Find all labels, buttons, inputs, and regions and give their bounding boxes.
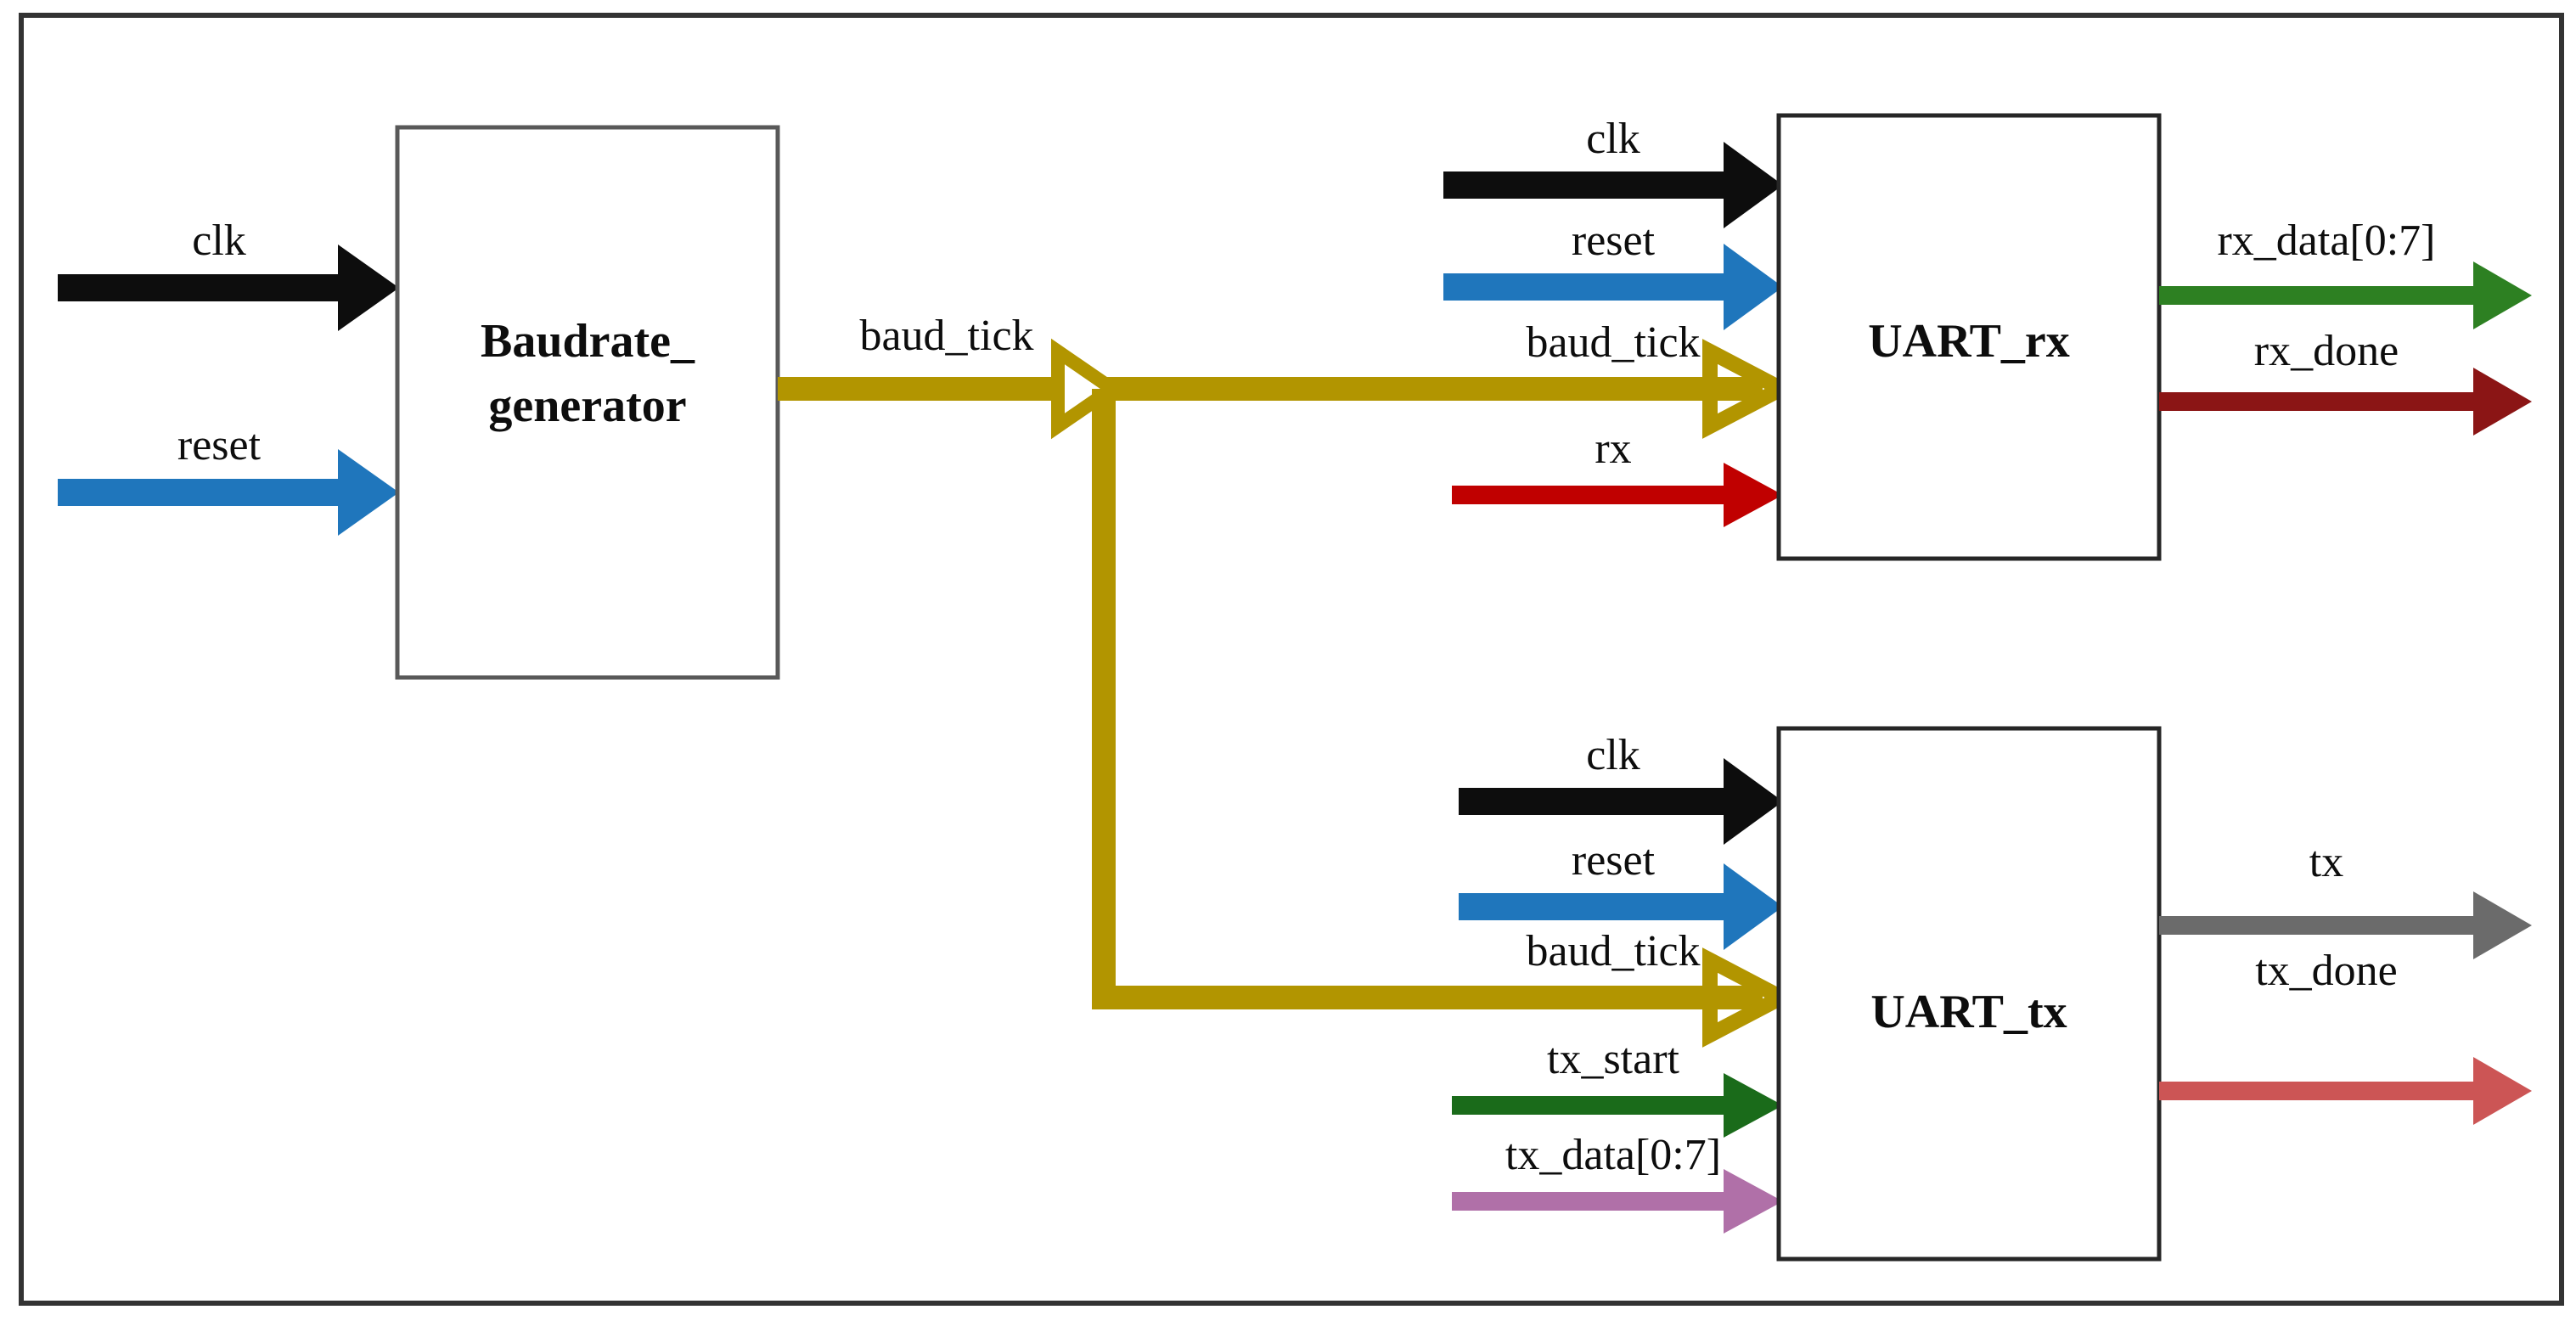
block-uart-tx[interactable] — [1776, 726, 2162, 1262]
block-label-uart-rx: UART_rx — [1868, 315, 2070, 368]
rx-in-line — [1452, 486, 1724, 504]
block-label-baudrate-generator-line2: generator — [488, 379, 686, 432]
label-baud-tick-tx: baud_tick — [1526, 927, 1700, 975]
clk-tx-arrowhead — [1724, 758, 1783, 845]
tx-out-arrowhead — [2473, 891, 2532, 959]
baud-tick-vertical-branch — [1092, 389, 1116, 1009]
block-uart-rx[interactable] — [1776, 113, 2162, 561]
label-baud-tick-main: baud_tick — [859, 312, 1033, 360]
signal-arrow-rx-in — [1452, 463, 1783, 527]
rx-data-out-arrowhead — [2473, 261, 2532, 329]
rx-in-arrowhead — [1724, 463, 1783, 527]
baud-tick-main-line — [778, 377, 1058, 401]
label-clk-tx: clk — [1586, 731, 1640, 779]
tx-done-out-arrowhead — [2473, 1057, 2532, 1125]
reset-rx-line — [1443, 273, 1724, 301]
tx-start-in-line — [1452, 1096, 1724, 1115]
rx-data-out-line — [2159, 286, 2473, 305]
tx-start-in-arrowhead — [1724, 1073, 1783, 1138]
block-baudrate-generator[interactable] — [395, 125, 780, 680]
reset-tx-arrowhead — [1724, 863, 1783, 950]
tx-data-in-line — [1452, 1192, 1724, 1211]
tx-data-in-arrowhead — [1724, 1169, 1783, 1234]
clk-baudrate-arrowhead — [338, 245, 399, 331]
signal-arrow-rx-done-out — [2159, 368, 2532, 436]
signal-arrow-tx-out — [2159, 891, 2532, 959]
signal-arrow-clk-baudrate — [58, 245, 399, 331]
reset-tx-line — [1459, 893, 1724, 920]
block-label-uart-tx: UART_tx — [1870, 986, 2067, 1038]
outer-frame — [19, 13, 2564, 1306]
label-clk-baudrate: clk — [192, 216, 246, 265]
signal-wire-baud-tick-main — [778, 338, 1125, 440]
label-baud-tick-rx: baud_tick — [1526, 318, 1700, 367]
tx-out-line — [2159, 916, 2473, 935]
signal-arrow-tx-done-out — [2159, 1057, 2532, 1125]
baud-tick-rx-chevron — [1702, 339, 1798, 439]
label-reset-tx: reset — [1572, 836, 1656, 885]
label-tx-start-in: tx_start — [1547, 1035, 1680, 1083]
signal-arrow-clk-rx — [1443, 142, 1783, 228]
label-tx-out: tx — [2309, 838, 2343, 886]
rx-done-out-arrowhead — [2473, 368, 2532, 436]
signal-wire-baud-tick-tx — [1092, 947, 1798, 1048]
signal-arrow-reset-baudrate — [58, 449, 399, 536]
clk-tx-line — [1459, 788, 1724, 815]
reset-rx-arrowhead — [1724, 244, 1783, 330]
baud-tick-tx-line — [1092, 986, 1763, 1009]
label-reset-baudrate: reset — [177, 421, 262, 469]
label-tx-data-in: tx_data[0:7] — [1505, 1131, 1721, 1179]
label-reset-rx: reset — [1572, 216, 1656, 265]
signal-arrow-reset-rx — [1443, 244, 1783, 330]
clk-rx-line — [1443, 171, 1724, 199]
clk-baudrate-line — [58, 274, 338, 301]
reset-baudrate-line — [58, 479, 338, 506]
signal-arrow-tx-start-in — [1452, 1073, 1783, 1138]
baud-tick-tx-chevron — [1702, 947, 1798, 1048]
signal-arrow-tx-data-in — [1452, 1169, 1783, 1234]
label-rx-data-out: rx_data[0:7] — [2217, 216, 2435, 265]
signal-wire-baud-tick-rx — [1104, 339, 1798, 439]
block-label-baudrate-generator-line1: Baudrate_ — [481, 315, 695, 368]
signal-arrow-clk-tx — [1459, 758, 1783, 845]
signal-arrow-reset-tx — [1459, 863, 1783, 950]
reset-baudrate-arrowhead — [338, 449, 399, 536]
rx-done-out-line — [2159, 392, 2473, 411]
label-rx-done-out: rx_done — [2254, 327, 2399, 375]
baud-tick-main-chevron — [1051, 338, 1125, 440]
signal-arrow-rx-data-out — [2159, 261, 2532, 329]
label-clk-rx: clk — [1586, 115, 1640, 163]
clk-rx-arrowhead — [1724, 142, 1783, 228]
label-rx-in: rx — [1595, 424, 1631, 473]
label-tx-done-out: tx_done — [2255, 947, 2398, 995]
baud-tick-rx-line — [1104, 377, 1763, 401]
tx-done-out-line — [2159, 1082, 2473, 1100]
